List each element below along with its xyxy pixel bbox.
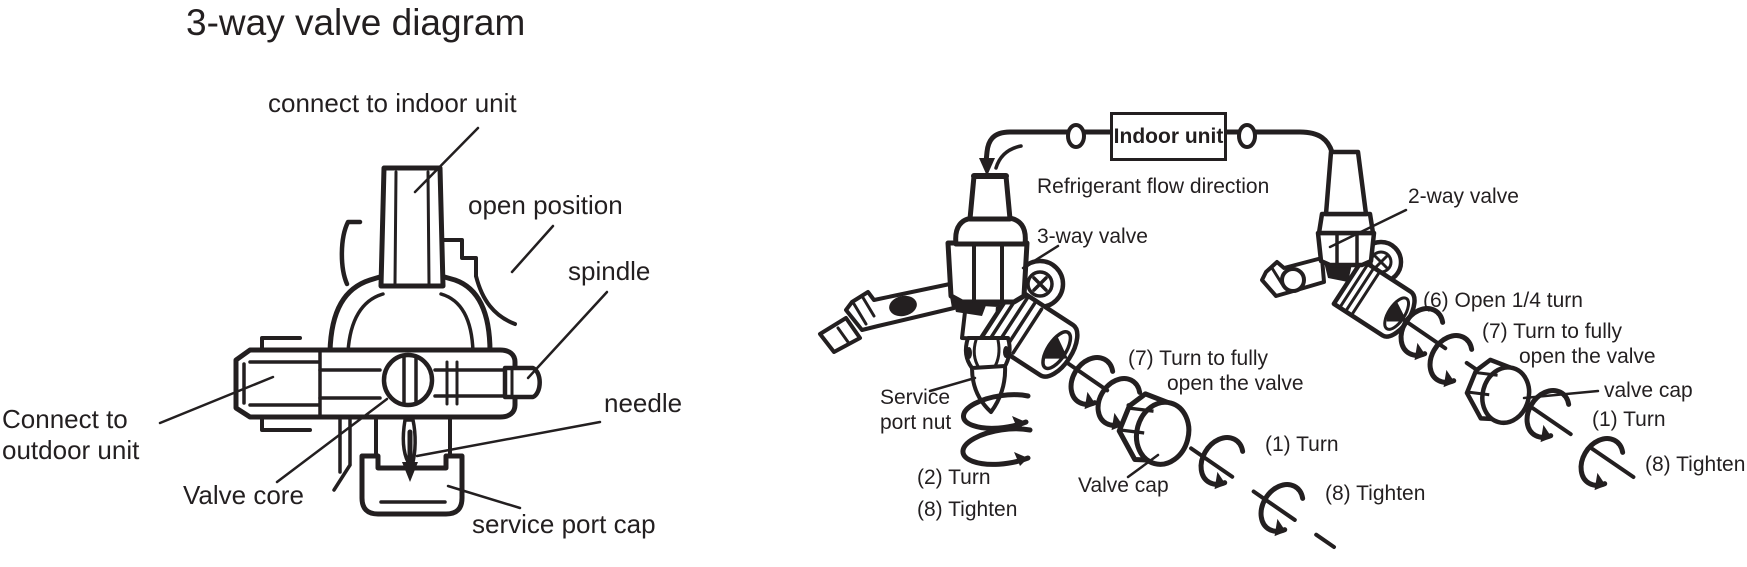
leader-open-position: [510, 224, 555, 274]
needle-arrow-icon: [402, 462, 418, 482]
flow-curve: [994, 144, 1023, 170]
label-connect-outdoor-unit: Connect to outdoor unit: [2, 404, 140, 465]
dashed-axes: [1064, 318, 1650, 549]
label-step-7-turn-fully-2way: (7) Turn to fully open the valve: [1482, 320, 1656, 368]
label-step-8-tighten-service: (8) Tighten: [917, 498, 1018, 521]
leader-spindle: [526, 290, 609, 380]
label-service-port-cap: service port cap: [472, 509, 656, 539]
rotation-arrow-icon: [1571, 431, 1629, 494]
leader-3way-valve: [1021, 244, 1060, 270]
leader-service-port-nut: [928, 376, 977, 393]
right-leader-lines: [928, 208, 1600, 479]
leader-valve-cap-mid: [1126, 453, 1160, 479]
label-valve-cap-3way: Valve cap: [1078, 474, 1169, 497]
leader-connect-outdoor: [158, 375, 275, 425]
flow-arrow-icon: [979, 158, 995, 176]
leader-2way-valve: [1328, 208, 1408, 249]
label-step-1-turn-2way: (1) Turn: [1592, 408, 1666, 431]
indoor-unit-box: Indoor unit: [1110, 112, 1227, 161]
leader-valve-cap-right: [1522, 389, 1600, 400]
label-service-port-nut: Service port nut: [880, 386, 952, 434]
leader-service-port-cap: [446, 484, 522, 510]
hex-socket-icon: [1044, 336, 1068, 359]
rotation-arrow-icon: [960, 426, 1033, 467]
label-open-position: open position: [468, 190, 623, 220]
pipe-union-icon: [1066, 123, 1086, 149]
label-2-way-valve: 2-way valve: [1408, 185, 1519, 208]
label-3-way-valve: 3-way valve: [1037, 225, 1148, 248]
label-step-6-open-quarter-turn: (6) Open 1/4 turn: [1423, 289, 1583, 312]
leader-connect-indoor: [413, 126, 480, 194]
pipe-union-icon: [1237, 123, 1257, 149]
label-valve-cap-2way: valve cap: [1604, 379, 1693, 402]
label-refrigerant-flow-direction: Refrigerant flow direction: [1037, 175, 1270, 198]
label-step-8-tighten-3way: (8) Tighten: [1325, 482, 1426, 505]
leader-needle: [415, 420, 602, 458]
valve-cap-3way-art: [1113, 390, 1196, 472]
label-valve-core: Valve core: [183, 480, 304, 510]
dashed-axis-2way: [1402, 318, 1650, 489]
three-way-valve-cross-section-art: [233, 165, 542, 517]
label-needle: needle: [604, 388, 683, 418]
service-port-turn-arrows: [960, 392, 1033, 467]
dashed-axis-3way: [1064, 360, 1336, 549]
label-step-1-turn-3way: (1) Turn: [1265, 433, 1339, 456]
three-way-valve-art: [818, 173, 1080, 414]
rotation-arrow-icon: [1191, 430, 1249, 493]
leader-valve-core: [275, 397, 389, 484]
label-spindle: spindle: [568, 256, 651, 286]
hex-socket-icon: [1386, 301, 1408, 322]
page-title: 3-way valve diagram: [186, 2, 526, 43]
label-step-2-turn: (2) Turn: [917, 466, 991, 489]
indoor-unit-label: Indoor unit: [1113, 124, 1224, 148]
two-way-valve-art: [1260, 149, 1417, 339]
label-connect-indoor-unit: connect to indoor unit: [268, 88, 517, 118]
label-step-7-turn-fully-3way: (7) Turn to fully open the valve: [1128, 347, 1304, 395]
left-leader-lines: [158, 126, 609, 510]
label-step-8-tighten-2way: (8) Tighten: [1645, 453, 1746, 476]
